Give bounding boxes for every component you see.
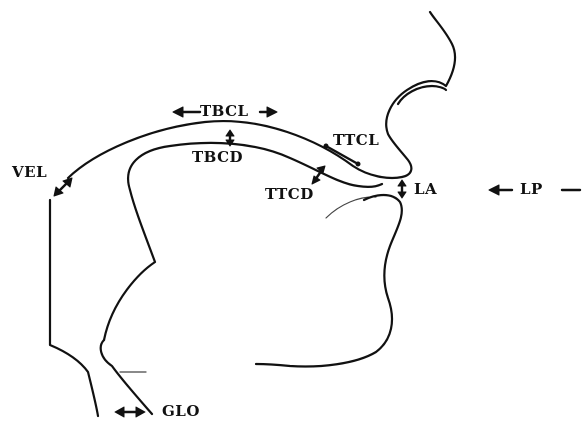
ttcl-bar: [323, 143, 361, 167]
nostril-contour: [396, 84, 448, 106]
glo-arrow: [114, 406, 146, 418]
glottis-front-wall: [99, 338, 154, 416]
vel-arrow: [53, 177, 73, 197]
pharynx-back-wall: [48, 198, 100, 418]
vel-label: VEL: [12, 163, 48, 181]
lower-lip-chin-contour: [254, 193, 403, 368]
lp-arrow: [488, 184, 582, 196]
ttcd-label: TTCD: [265, 185, 314, 203]
ttcd-arrow: [311, 165, 326, 185]
la-label: LA: [414, 180, 438, 198]
glo-label: GLO: [162, 402, 200, 420]
tongue-contour: [102, 141, 384, 342]
tbcd-label: TBCD: [192, 148, 244, 166]
tbcl-label: TBCL: [200, 102, 249, 120]
palate-contour: [66, 10, 457, 180]
la-arrow: [397, 179, 407, 199]
tbcl-arrow: [172, 106, 278, 118]
ttcl-label: TTCL: [333, 131, 380, 149]
tbcd-arrow: [225, 129, 235, 147]
tongue-underside: [325, 196, 377, 219]
lp-label: LP: [520, 180, 543, 198]
